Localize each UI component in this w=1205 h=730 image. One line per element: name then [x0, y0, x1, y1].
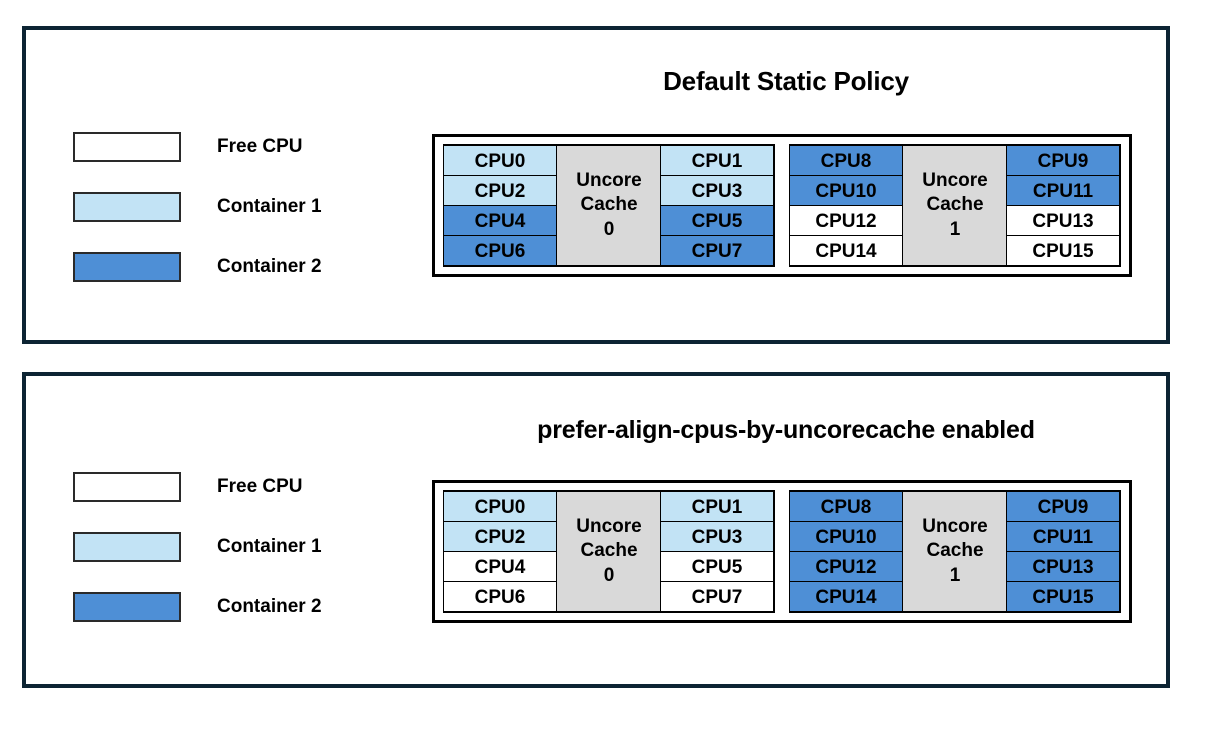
legend-item: Container 2 — [73, 590, 322, 624]
cpu-cell-cpu9: CPU9 — [1006, 145, 1120, 176]
cpu-cell-cpu3: CPU3 — [660, 175, 774, 206]
cpu-cell-cpu1: CPU1 — [660, 145, 774, 176]
legend-label: Container 2 — [217, 256, 322, 277]
cpu-cell-cpu2: CPU2 — [443, 521, 557, 552]
uncore-cache-text-line1: Uncore — [576, 170, 642, 192]
legend-swatch — [73, 132, 181, 162]
cpu-cell-cpu0: CPU0 — [443, 145, 557, 176]
legend-item: Container 2 — [73, 250, 322, 284]
legend-swatch — [73, 532, 181, 562]
uncore-cache-text-line1: Uncore — [576, 516, 642, 538]
uncore-cache-text-line3: 0 — [603, 564, 615, 586]
legend-item: Free CPU — [73, 470, 322, 504]
cpu-cell-cpu12: CPU12 — [789, 205, 903, 236]
legend-swatch — [73, 592, 181, 622]
cpu-cell-cpu7: CPU7 — [660, 581, 774, 612]
cpu-cell-cpu8: CPU8 — [789, 491, 903, 522]
cpu-cell-cpu11: CPU11 — [1006, 175, 1120, 206]
cpu-cell-cpu6: CPU6 — [443, 235, 557, 266]
uncore-cache-text-line1: Uncore — [922, 170, 988, 192]
cpu-cell-cpu5: CPU5 — [660, 205, 774, 236]
uncore-cache-text-line3: 0 — [603, 218, 615, 240]
cpu-cell-cpu5: CPU5 — [660, 551, 774, 582]
uncore-cache-text-line1: Uncore — [922, 516, 988, 538]
legend: Free CPU Container 1 Container 2 — [73, 130, 322, 310]
cpu-cell-cpu6: CPU6 — [443, 581, 557, 612]
cpu-cell-cpu11: CPU11 — [1006, 521, 1120, 552]
uncore-cache-text-line2: Cache — [926, 194, 984, 216]
cpu-cell-cpu10: CPU10 — [789, 521, 903, 552]
legend: Free CPU Container 1 Container 2 — [73, 470, 322, 650]
legend-swatch — [73, 252, 181, 282]
legend-label: Container 2 — [217, 596, 322, 617]
cpu-cell-cpu7: CPU7 — [660, 235, 774, 266]
cpu-cell-cpu0: CPU0 — [443, 491, 557, 522]
legend-item: Free CPU — [73, 130, 322, 164]
page-title: prefer-align-cpus-by-uncorecache enabled — [537, 416, 1035, 444]
legend-swatch — [73, 192, 181, 222]
policy-panel-prefer-align: prefer-align-cpus-by-uncorecache enabled… — [22, 372, 1170, 688]
uncore-cache-text-line2: Cache — [580, 194, 638, 216]
cpu-cell-cpu3: CPU3 — [660, 521, 774, 552]
uncore-cache-text-line2: Cache — [580, 540, 638, 562]
cpu-cell-cpu15: CPU15 — [1006, 581, 1120, 612]
legend-label: Container 1 — [217, 196, 322, 217]
cpu-cell-cpu12: CPU12 — [789, 551, 903, 582]
cpu-cell-cpu9: CPU9 — [1006, 491, 1120, 522]
cpu-cell-cpu8: CPU8 — [789, 145, 903, 176]
cpu-cell-cpu4: CPU4 — [443, 205, 557, 236]
cpu-cell-cpu10: CPU10 — [789, 175, 903, 206]
uncore-cache-text-line2: Cache — [926, 540, 984, 562]
cpu-cell-cpu13: CPU13 — [1006, 551, 1120, 582]
legend-label: Container 1 — [217, 536, 322, 557]
cpu-cell-cpu2: CPU2 — [443, 175, 557, 206]
legend-item: Container 1 — [73, 530, 322, 564]
legend-swatch — [73, 472, 181, 502]
page-title: Default Static Policy — [663, 66, 909, 96]
legend-label: Free CPU — [217, 136, 303, 157]
cpu-cell-cpu14: CPU14 — [789, 235, 903, 266]
policy-panel-default: Default Static Policy Free CPU Container … — [22, 26, 1170, 344]
cpu-cell-cpu14: CPU14 — [789, 581, 903, 612]
cpu-cell-cpu15: CPU15 — [1006, 235, 1120, 266]
uncore-cache-text-line3: 1 — [949, 564, 961, 586]
cpu-cell-cpu4: CPU4 — [443, 551, 557, 582]
cpu-cell-cpu13: CPU13 — [1006, 205, 1120, 236]
legend-item: Container 1 — [73, 190, 322, 224]
uncore-cache-text-line3: 1 — [949, 218, 961, 240]
cpu-cell-cpu1: CPU1 — [660, 491, 774, 522]
legend-label: Free CPU — [217, 476, 303, 497]
